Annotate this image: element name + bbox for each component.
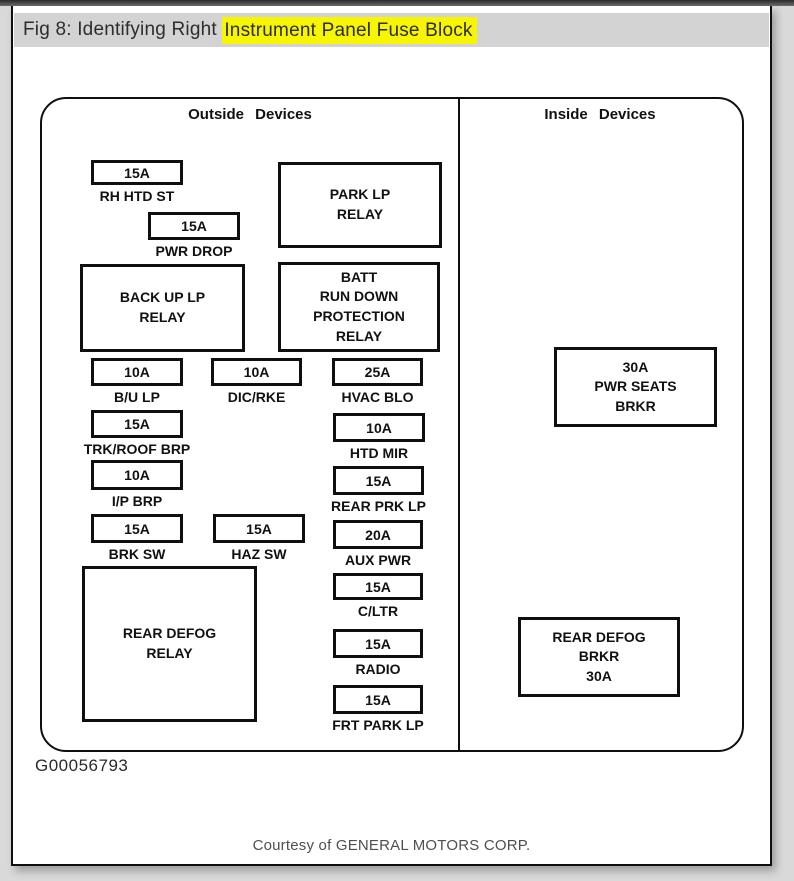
fuse-amp: 15A: [124, 164, 150, 181]
relay-park-lp: PARK LP RELAY: [278, 162, 442, 248]
fuse-label: C/LTR: [357, 603, 399, 619]
fuse-amp-box: 15A: [333, 573, 423, 600]
breaker-rear-defog: REAR DEFOG BRKR 30A: [518, 617, 680, 697]
breaker-pwr-seats: 30A PWR SEATS BRKR: [554, 347, 717, 427]
fuse-label: AUX PWR: [344, 552, 412, 568]
fuse-amp: 15A: [124, 416, 150, 432]
fuse-amp: 10A: [243, 364, 270, 380]
relay-batt-run-down: BATT RUN DOWN PROTECTION RELAY: [278, 262, 440, 352]
fuse-amp-box: 10A: [333, 413, 425, 442]
relay-park-lp-label: PARK LP RELAY: [329, 186, 391, 222]
fuse-dic-rke: 10A DIC/RKE: [211, 358, 302, 405]
fuse-label: HTD MIR: [349, 445, 409, 461]
fuse-amp-box: 25A: [332, 358, 423, 386]
fuse-amp: 20A: [365, 526, 391, 543]
figure-title-text: Fig 8: Identifying Right: [23, 19, 223, 40]
fuse-ip-brp: 10A I/P BRP: [91, 460, 183, 509]
fuse-brk-sw: 15A BRK SW: [91, 514, 183, 562]
fuse-label: TRK/ROOF BRP: [83, 441, 191, 457]
fuse-label: HAZ SW: [231, 546, 287, 562]
fuse-amp: 10A: [366, 419, 392, 436]
fuse-label: RADIO: [355, 661, 401, 677]
fuse-label: PWR DROP: [155, 243, 233, 259]
fuse-label: REAR PRK LP: [331, 498, 426, 514]
fuse-amp: 10A: [124, 467, 150, 483]
fuse-amp-box: 15A: [91, 410, 183, 438]
fuse-pwr-drop: 15A PWR DROP: [148, 212, 240, 259]
fuse-label: FRT PARK LP: [332, 717, 424, 733]
figure-title-bar: Fig 8: Identifying Right Instrument Pane…: [14, 13, 769, 47]
fuse-label: HVAC BLO: [341, 389, 414, 405]
fuse-amp-box: 10A: [91, 460, 183, 490]
fuse-label: BRK SW: [108, 546, 166, 562]
fuse-amp: 15A: [365, 691, 391, 708]
fuse-amp-box: 20A: [333, 520, 423, 549]
figure-code: G00056793: [35, 756, 129, 775]
fuse-amp: 15A: [124, 520, 150, 537]
fuse-radio: 15A RADIO: [333, 629, 423, 677]
fuse-aux-pwr: 20A AUX PWR: [333, 520, 423, 568]
fuse-amp: 15A: [246, 520, 272, 537]
fuse-label: DIC/RKE: [227, 389, 286, 405]
fuse-hvac-blo: 25A HVAC BLO: [332, 358, 423, 405]
window-top-bar: [0, 0, 794, 6]
fuse-amp: 15A: [181, 218, 207, 234]
fuse-amp: 25A: [364, 364, 391, 380]
fuse-htd-mir: 10A HTD MIR: [333, 413, 425, 461]
fuse-amp: 15A: [365, 578, 391, 595]
fuse-frt-park-lp: 15A FRT PARK LP: [332, 685, 424, 733]
breaker-pwr-seats-label: 30A PWR SEATS BRKR: [594, 358, 677, 414]
inside-devices-title: Inside Devices: [544, 106, 656, 123]
fuse-rh-htd-st: 15A RH HTD ST: [91, 160, 183, 204]
fuse-amp-box: 15A: [333, 629, 423, 658]
fuse-c-ltr: 15A C/LTR: [333, 573, 423, 619]
fuse-label: RH HTD ST: [99, 188, 175, 204]
section-divider-line: [458, 99, 460, 750]
fuse-amp-box: 15A: [91, 160, 183, 185]
outside-devices-title: Outside Devices: [188, 106, 312, 123]
fuse-block-diagram: Outside Devices Inside Devices PARK LP R…: [40, 97, 744, 752]
fuse-amp-box: 15A: [333, 685, 423, 714]
fuse-amp: 15A: [365, 635, 391, 652]
fuse-rear-prk-lp: 15A REAR PRK LP: [331, 466, 426, 514]
fuse-bu-lp: 10A B/U LP: [91, 358, 183, 405]
fuse-trk-roof-brp: 15A TRK/ROOF BRP: [84, 410, 190, 457]
fuse-label: B/U LP: [114, 389, 160, 405]
relay-rear-defog-label: REAR DEFOG RELAY: [122, 625, 217, 661]
fuse-haz-sw: 15A HAZ SW: [213, 514, 305, 562]
credit-line: Courtesy of GENERAL MOTORS CORP.: [252, 837, 531, 854]
relay-back-up-lp-label: BACK UP LP RELAY: [119, 289, 206, 325]
fuse-amp-box: 15A: [213, 514, 305, 543]
breaker-rear-defog-label: REAR DEFOG BRKR 30A: [552, 628, 646, 684]
fuse-amp-box: 10A: [211, 358, 302, 386]
fuse-amp-box: 15A: [91, 514, 183, 543]
figure-title-highlight: Instrument Panel Fuse Block: [222, 16, 477, 44]
fuse-amp: 15A: [365, 472, 392, 489]
fuse-amp: 10A: [124, 364, 150, 380]
relay-back-up-lp: BACK UP LP RELAY: [80, 264, 245, 352]
document-page: Fig 8: Identifying Right Instrument Pane…: [11, 6, 772, 866]
fuse-amp-box: 15A: [148, 212, 240, 240]
fuse-amp-box: 15A: [333, 466, 424, 495]
relay-batt-run-down-label: BATT RUN DOWN PROTECTION RELAY: [313, 268, 405, 344]
fuse-amp-box: 10A: [91, 358, 183, 386]
relay-rear-defog: REAR DEFOG RELAY: [82, 566, 257, 722]
fuse-label: I/P BRP: [111, 493, 163, 509]
